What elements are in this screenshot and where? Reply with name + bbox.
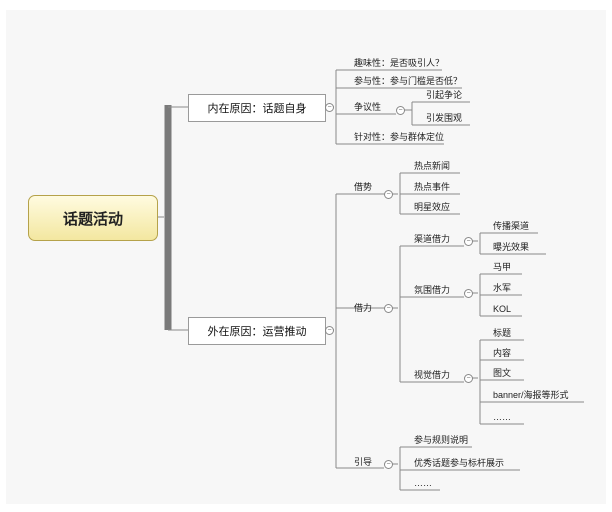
visual-item[interactable]: 标题 (493, 327, 511, 339)
collapse-toggle-icon[interactable]: − (464, 374, 473, 383)
visual-item[interactable]: 图文 (493, 367, 511, 379)
guide-node[interactable]: 引导 (354, 456, 372, 468)
node-label: 争议性 (354, 102, 382, 112)
root-label: 话题活动 (62, 210, 123, 228)
extrinsic-node[interactable]: 外在原因：运营推动 (188, 317, 326, 345)
leverage-node[interactable]: 借力 (354, 302, 372, 314)
atmosphere-item[interactable]: KOL (493, 303, 511, 315)
node-label: 趣味性：是否吸引人？ (354, 58, 445, 68)
collapse-toggle-icon[interactable]: − (384, 460, 393, 469)
node-label: 借势 (354, 182, 373, 192)
node-label: 图文 (493, 368, 512, 378)
intrinsic-item-participation[interactable]: 参与性：参与门槛是否低？ (354, 75, 462, 87)
controversy-child[interactable]: 引起争论 (426, 89, 462, 101)
guide-item[interactable]: 参与规则说明 (414, 434, 468, 446)
node-label: 热点事件 (414, 182, 451, 192)
node-label: 热点新闻 (414, 161, 451, 171)
momentum-item[interactable]: 明星效应 (414, 201, 450, 213)
collapse-toggle-icon[interactable]: − (384, 304, 393, 313)
node-label: 引起争论 (426, 90, 463, 100)
collapse-toggle-icon[interactable]: − (325, 326, 334, 335)
node-label: 参与规则说明 (414, 435, 469, 445)
node-label: 优秀话题参与标杆展示 (414, 458, 505, 468)
collapse-toggle-icon[interactable]: − (325, 103, 334, 112)
node-label: 曝光效果 (493, 242, 530, 252)
node-label: 明星效应 (414, 202, 451, 212)
node-label: KOL (493, 304, 512, 314)
momentum-node[interactable]: 借势 (354, 181, 372, 193)
intrinsic-item-targeting[interactable]: 针对性：参与群体定位 (354, 131, 444, 143)
root-node[interactable]: 话题活动 (28, 195, 158, 241)
atmosphere-node[interactable]: 氛围借力 (414, 284, 450, 296)
intrinsic-item-interest[interactable]: 趣味性：是否吸引人？ (354, 57, 444, 69)
collapse-toggle-icon[interactable]: − (464, 289, 473, 298)
visual-item[interactable]: …… (493, 411, 511, 423)
visual-node[interactable]: 视觉借力 (414, 369, 450, 381)
node-label: 参与性：参与门槛是否低？ (354, 76, 463, 86)
node-label: 内容 (493, 348, 512, 358)
momentum-item[interactable]: 热点新闻 (414, 160, 450, 172)
intrinsic-label: 内在原因：话题自身 (207, 103, 307, 115)
controversy-child[interactable]: 引发围观 (426, 112, 462, 124)
node-label: 引导 (354, 457, 373, 467)
guide-item[interactable]: …… (414, 477, 432, 489)
node-label: …… (414, 478, 432, 488)
node-label: 水军 (493, 283, 512, 293)
node-label: 渠道借力 (414, 234, 451, 244)
node-label: banner/海报等形式 (493, 390, 569, 400)
node-label: …… (493, 412, 511, 422)
atmosphere-item[interactable]: 马甲 (493, 261, 511, 273)
node-label: 传播渠道 (493, 221, 530, 231)
momentum-item[interactable]: 热点事件 (414, 181, 450, 193)
collapse-toggle-icon[interactable]: − (464, 237, 473, 246)
node-label: 视觉借力 (414, 370, 451, 380)
collapse-toggle-icon[interactable]: − (384, 190, 393, 199)
visual-item[interactable]: 内容 (493, 347, 511, 359)
intrinsic-item-controversy[interactable]: 争议性 (354, 101, 381, 113)
channel-item[interactable]: 传播渠道 (493, 220, 529, 232)
extrinsic-label: 外在原因：运营推动 (207, 326, 307, 338)
node-label: 引发围观 (426, 113, 463, 123)
collapse-toggle-icon[interactable]: − (396, 106, 405, 115)
node-label: 借力 (354, 303, 373, 313)
atmosphere-item[interactable]: 水军 (493, 282, 511, 294)
node-label: 马甲 (493, 262, 512, 272)
channel-item[interactable]: 曝光效果 (493, 241, 529, 253)
node-label: 氛围借力 (414, 285, 451, 295)
mindmap-canvas (6, 10, 606, 504)
intrinsic-node[interactable]: 内在原因：话题自身 (188, 94, 326, 122)
visual-item[interactable]: banner/海报等形式 (493, 389, 569, 401)
guide-item[interactable]: 优秀话题参与标杆展示 (414, 457, 504, 469)
node-label: 标题 (493, 328, 512, 338)
channel-node[interactable]: 渠道借力 (414, 233, 450, 245)
node-label: 针对性：参与群体定位 (354, 132, 445, 142)
